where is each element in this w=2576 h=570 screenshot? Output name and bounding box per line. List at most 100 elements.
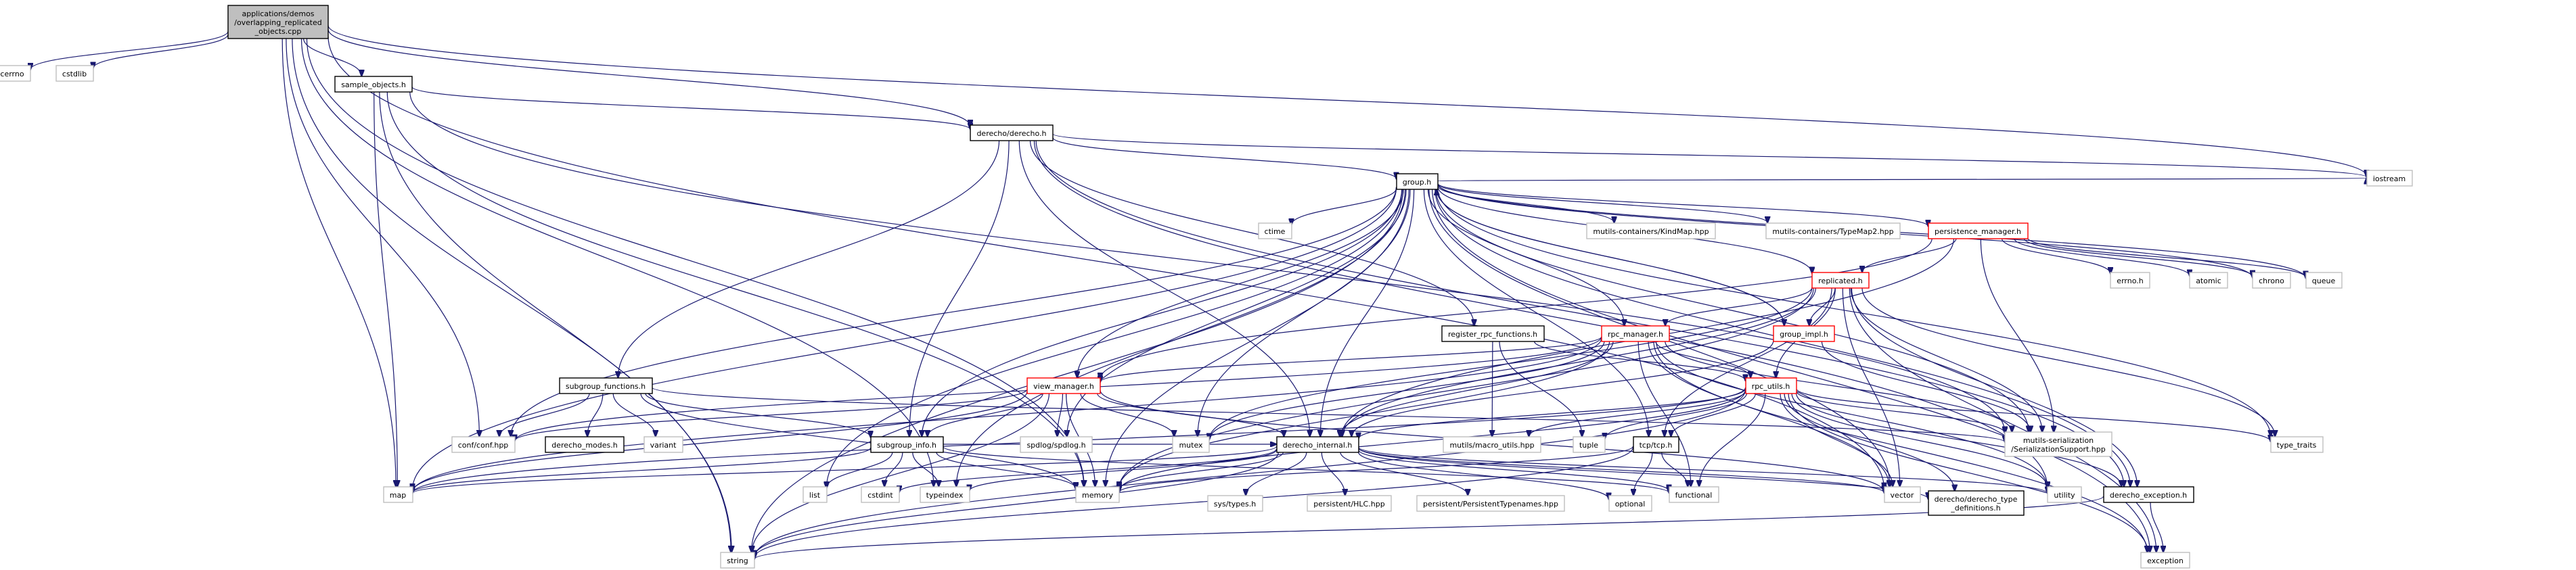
node-tcp-h[interactable]: tcp/tcp.h	[1633, 436, 1679, 453]
node-label: tuple	[1579, 441, 1598, 450]
node-subgroup-functions[interactable]: subgroup_functions.h	[559, 377, 653, 394]
node-utility[interactable]: utility	[2047, 486, 2082, 503]
node-box	[1586, 222, 1716, 239]
node-vector[interactable]: vector	[1884, 486, 1921, 503]
node-optional[interactable]: optional	[1608, 495, 1652, 512]
edge-rpc-utils-to-utility	[1791, 393, 2048, 488]
edge-view-manager-to-spdlog	[1058, 393, 1064, 437]
node-persistence-manager[interactable]: persistence_manager.h	[1928, 222, 2029, 239]
node-variant[interactable]: variant	[643, 436, 683, 453]
node-typeindex[interactable]: typeindex	[920, 486, 970, 503]
node-group-h[interactable]: group.h	[1396, 173, 1439, 190]
edge-root-to-map	[281, 38, 396, 487]
node-serialization[interactable]: mutils-serialization/SerializationSuppor…	[2004, 431, 2112, 457]
node-tuple[interactable]: tuple	[1573, 436, 1606, 453]
node-spdlog[interactable]: spdlog/spdlog.h	[1020, 436, 1093, 453]
edge-sample-objects-to-derecho-h	[411, 86, 970, 129]
edge-sample-objects-to-map	[374, 91, 398, 487]
node-persistent-typenames[interactable]: persistent/PersistentTypenames.hpp	[1416, 495, 1565, 512]
node-label: chrono	[2259, 277, 2284, 285]
node-subgroup-info[interactable]: subgroup_info.h	[870, 436, 944, 453]
node-rpc-utils[interactable]: rpc_utils.h	[1745, 377, 1797, 394]
node-label: derecho_internal.h	[1283, 441, 1353, 450]
node-mutex[interactable]: mutex	[1172, 436, 1210, 453]
node-functional[interactable]: functional	[1669, 486, 1719, 503]
edge-derecho-internal-to-persistent-hlc	[1321, 452, 1345, 496]
edge-rpc-manager-to-rpc-utils	[1655, 341, 1750, 378]
node-cerrno[interactable]: cerrno	[0, 65, 31, 82]
edge-rpc-manager-to-exception	[1653, 341, 2147, 552]
edge-rpc-manager-to-view-manager	[1100, 336, 1602, 382]
node-label: /SerializationSupport.hpp	[2011, 445, 2105, 454]
node-derecho-exception[interactable]: derecho_exception.h	[2103, 486, 2194, 503]
node-register-rpc[interactable]: register_rpc_functions.h	[1441, 325, 1545, 342]
node-atomic[interactable]: atomic	[2189, 272, 2228, 289]
node-group-impl[interactable]: group_impl.h	[1773, 325, 1835, 342]
edge-persistence-manager-to-view-manager	[1100, 238, 1933, 379]
edge-subgroup-functions-to-subgroup-info	[645, 393, 871, 437]
node-sample-objects[interactable]: sample_objects.h	[334, 76, 413, 93]
node-chrono[interactable]: chrono	[2252, 272, 2291, 289]
node-sys-types[interactable]: sys/types.h	[1207, 495, 1263, 512]
node-derecho-type-defs[interactable]: derecho/derecho_type_definitions.h	[1928, 490, 2025, 516]
node-box	[334, 76, 413, 93]
node-typemap2[interactable]: mutils-containers/TypeMap2.hpp	[1765, 222, 1901, 239]
node-conf-hpp[interactable]: conf/conf.hpp	[451, 436, 516, 453]
node-label: optional	[1615, 500, 1646, 508]
node-errno-h[interactable]: errno.h	[2110, 272, 2150, 289]
edge-derecho-h-to-group-h	[1052, 137, 1397, 179]
node-list[interactable]: list	[803, 486, 828, 503]
node-ctime[interactable]: ctime	[1258, 222, 1292, 239]
node-replicated-h[interactable]: replicated.h	[1811, 272, 1870, 289]
node-label: tcp/tcp.h	[1640, 441, 1673, 450]
node-derecho-internal[interactable]: derecho_internal.h	[1276, 436, 1359, 453]
edge-group-h-to-typemap2	[1437, 183, 1768, 223]
edge-derecho-h-to-iostream	[1052, 133, 2367, 177]
edge-derecho-internal-to-cstdint	[899, 448, 1278, 492]
node-root[interactable]: applications/demos/overlapping_replicate…	[227, 5, 329, 39]
node-box	[2189, 272, 2228, 289]
node-box	[1811, 272, 1870, 289]
edge-root-to-cstdlib	[93, 34, 229, 68]
node-box	[1443, 436, 1541, 453]
node-macro-utils[interactable]: mutils/macro_utils.hpp	[1443, 436, 1541, 453]
edge-derecho-h-to-derecho-exception	[1035, 140, 2124, 487]
edge-group-h-to-ctime	[1292, 188, 1397, 225]
edge-register-rpc-to-tuple	[1499, 341, 1582, 437]
node-box	[0, 65, 31, 82]
node-box	[2004, 431, 2112, 457]
node-string[interactable]: string	[720, 552, 755, 569]
node-memory[interactable]: memory	[1075, 486, 1120, 503]
node-iostream[interactable]: iostream	[2366, 170, 2413, 187]
node-label: mutils/macro_utils.hpp	[1449, 441, 1534, 450]
edge-group-h-to-serialization	[1435, 189, 2029, 433]
node-label: mutex	[1179, 441, 1203, 450]
node-persistent-hlc[interactable]: persistent/HLC.hpp	[1307, 495, 1392, 512]
edge-subgroup-functions-to-conf-hpp	[499, 393, 590, 437]
node-kindmap[interactable]: mutils-containers/KindMap.hpp	[1586, 222, 1716, 239]
node-box	[1573, 436, 1606, 453]
node-rpc-manager[interactable]: rpc_manager.h	[1601, 325, 1670, 342]
node-view-manager[interactable]: view_manager.h	[1026, 377, 1101, 394]
node-map[interactable]: map	[383, 486, 413, 503]
edge-persistence-manager-to-errno-h	[2001, 238, 2110, 274]
node-queue[interactable]: queue	[2305, 272, 2343, 289]
edge-derecho-internal-to-functional	[1357, 449, 1669, 491]
edge-subgroup-info-to-cstdint	[884, 452, 903, 487]
edge-group-h-to-typeindex	[956, 189, 1406, 487]
node-type-traits[interactable]: type_traits	[2270, 436, 2324, 453]
node-cstdlib[interactable]: cstdlib	[55, 65, 94, 82]
edge-derecho-internal-to-typeindex	[970, 449, 1278, 491]
node-label: sample_objects.h	[341, 80, 406, 89]
edge-tcp-h-to-functional	[1661, 452, 1688, 487]
edge-subgroup-functions-to-serialization	[651, 387, 2006, 442]
node-exception[interactable]: exception	[2140, 552, 2190, 569]
node-box	[55, 65, 94, 82]
edge-rpc-utils-to-functional	[1699, 393, 1766, 487]
node-cstdint[interactable]: cstdint	[861, 486, 900, 503]
node-derecho-modes[interactable]: derecho_modes.h	[545, 436, 625, 453]
edge-rpc-manager-to-serialization	[1665, 341, 2012, 433]
edge-root-to-derecho-h	[327, 29, 970, 126]
edge-derecho-internal-to-vector	[1357, 447, 1884, 493]
node-derecho-h[interactable]: derecho/derecho.h	[970, 124, 1054, 141]
